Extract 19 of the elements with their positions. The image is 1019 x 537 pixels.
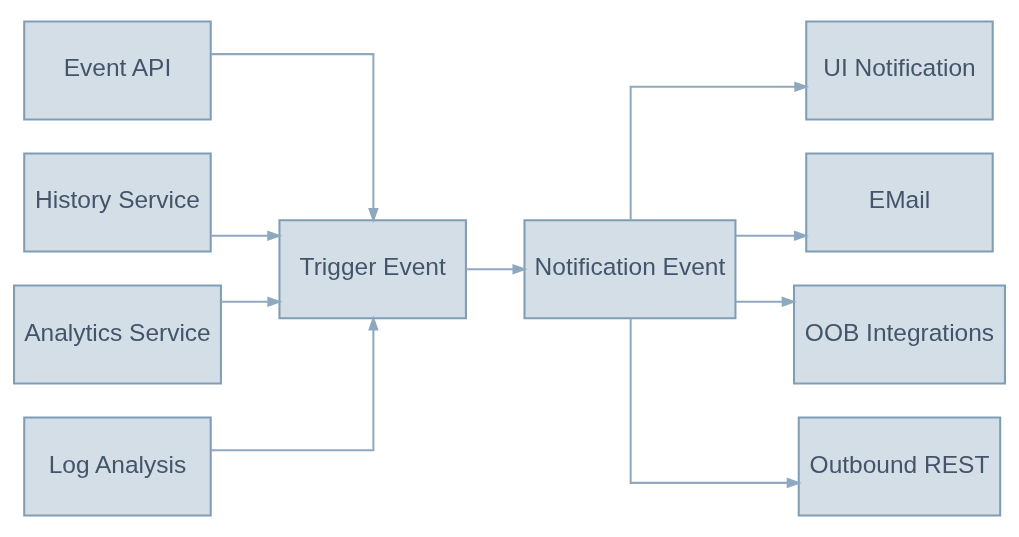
arrow	[735, 230, 809, 242]
arrow	[735, 296, 797, 308]
node-box: Trigger Event	[278, 219, 467, 320]
arrow	[210, 53, 379, 223]
node-box: Outbound REST	[797, 416, 1002, 517]
node-box: Notification Event	[523, 219, 737, 320]
node-box: EMail	[805, 152, 994, 253]
node-box: History Service	[23, 152, 212, 253]
arrow	[629, 318, 802, 489]
node-box: Log Analysis	[23, 416, 212, 517]
node-box: Analytics Service	[13, 284, 222, 385]
arrow	[210, 315, 379, 452]
node-box: Event API	[23, 20, 212, 121]
arrow	[465, 263, 528, 275]
arrow	[221, 296, 283, 308]
arrow	[211, 230, 283, 242]
node-box: UI Notification	[805, 20, 994, 121]
arrow	[629, 81, 810, 220]
node-box: OOB Integrations	[792, 284, 1006, 385]
